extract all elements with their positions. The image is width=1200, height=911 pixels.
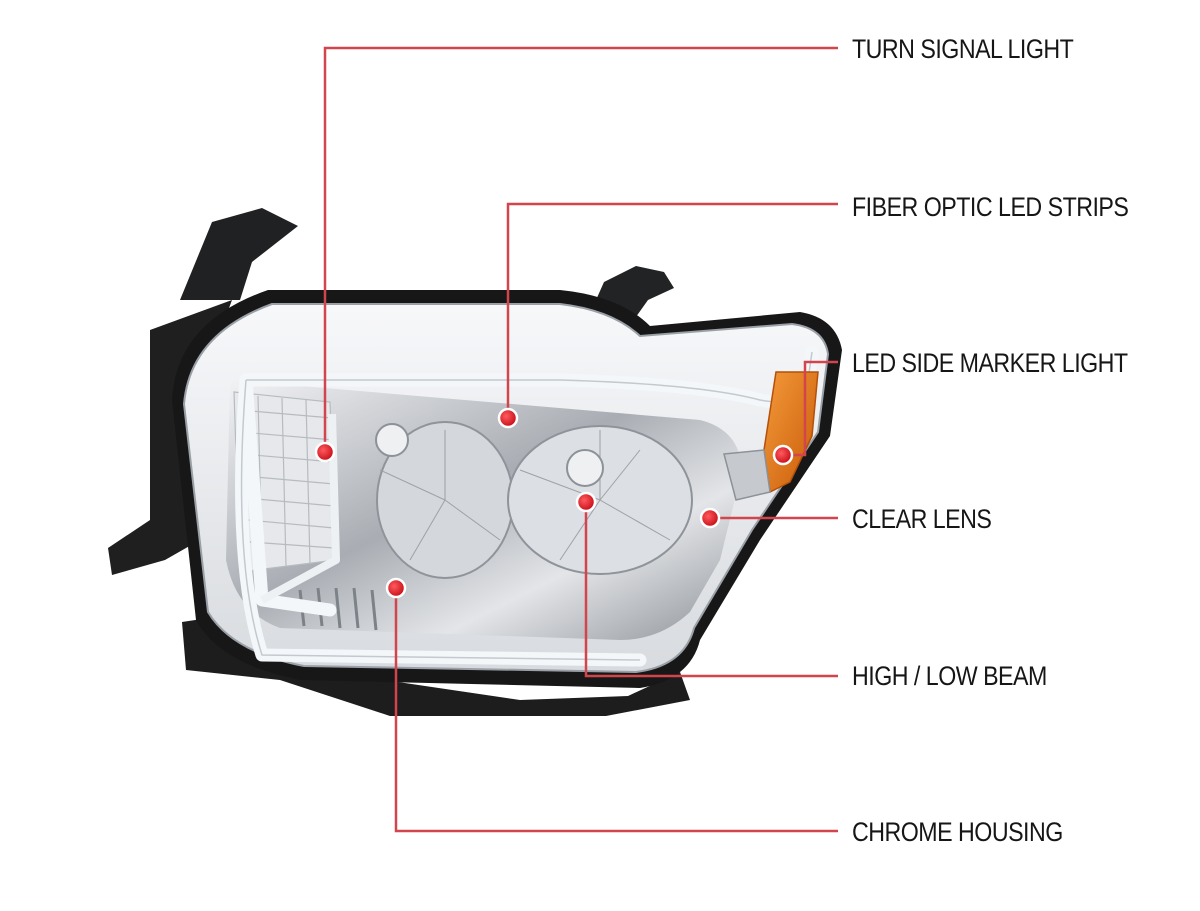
- label-led-side-marker-light: LED SIDE MARKER LIGHT: [852, 348, 1128, 378]
- top-left-mounting-tab: [180, 208, 298, 300]
- dot-fiber-optic-led-strips: [497, 407, 519, 429]
- label-high-low-beam: HIGH / LOW BEAM: [852, 661, 1047, 691]
- dot-turn-signal-light: [314, 441, 336, 463]
- leader-led-side-marker-light: [783, 360, 838, 457]
- leader-chrome-housing: [394, 588, 838, 833]
- label-clear-lens: CLEAR LENS: [852, 504, 992, 534]
- label-chrome-housing: CHROME HOUSING: [852, 817, 1063, 847]
- dot-high-low-beam: [575, 491, 597, 513]
- label-fiber-optic-led-strips: FIBER OPTIC LED STRIPS: [852, 192, 1129, 222]
- label-turn-signal-light: TURN SIGNAL LIGHT: [852, 34, 1074, 64]
- bulb-socket-low: [375, 423, 409, 457]
- leader-fiber-optic-led-strips: [506, 202, 838, 418]
- dot-chrome-housing: [385, 577, 407, 599]
- headlight-assembly: [108, 208, 842, 716]
- inner-led-bar: [260, 413, 340, 604]
- callout-dots: [314, 407, 794, 599]
- dot-clear-lens: [699, 507, 721, 529]
- leader-high-low-beam: [584, 502, 838, 678]
- bulb-socket-high: [566, 449, 604, 487]
- marker-chrome-trim: [723, 449, 771, 501]
- dot-led-side-marker-light: [772, 444, 794, 466]
- leader-turn-signal-light: [323, 46, 838, 452]
- reflector-facets: [379, 430, 671, 561]
- callout-leaders: [323, 46, 838, 833]
